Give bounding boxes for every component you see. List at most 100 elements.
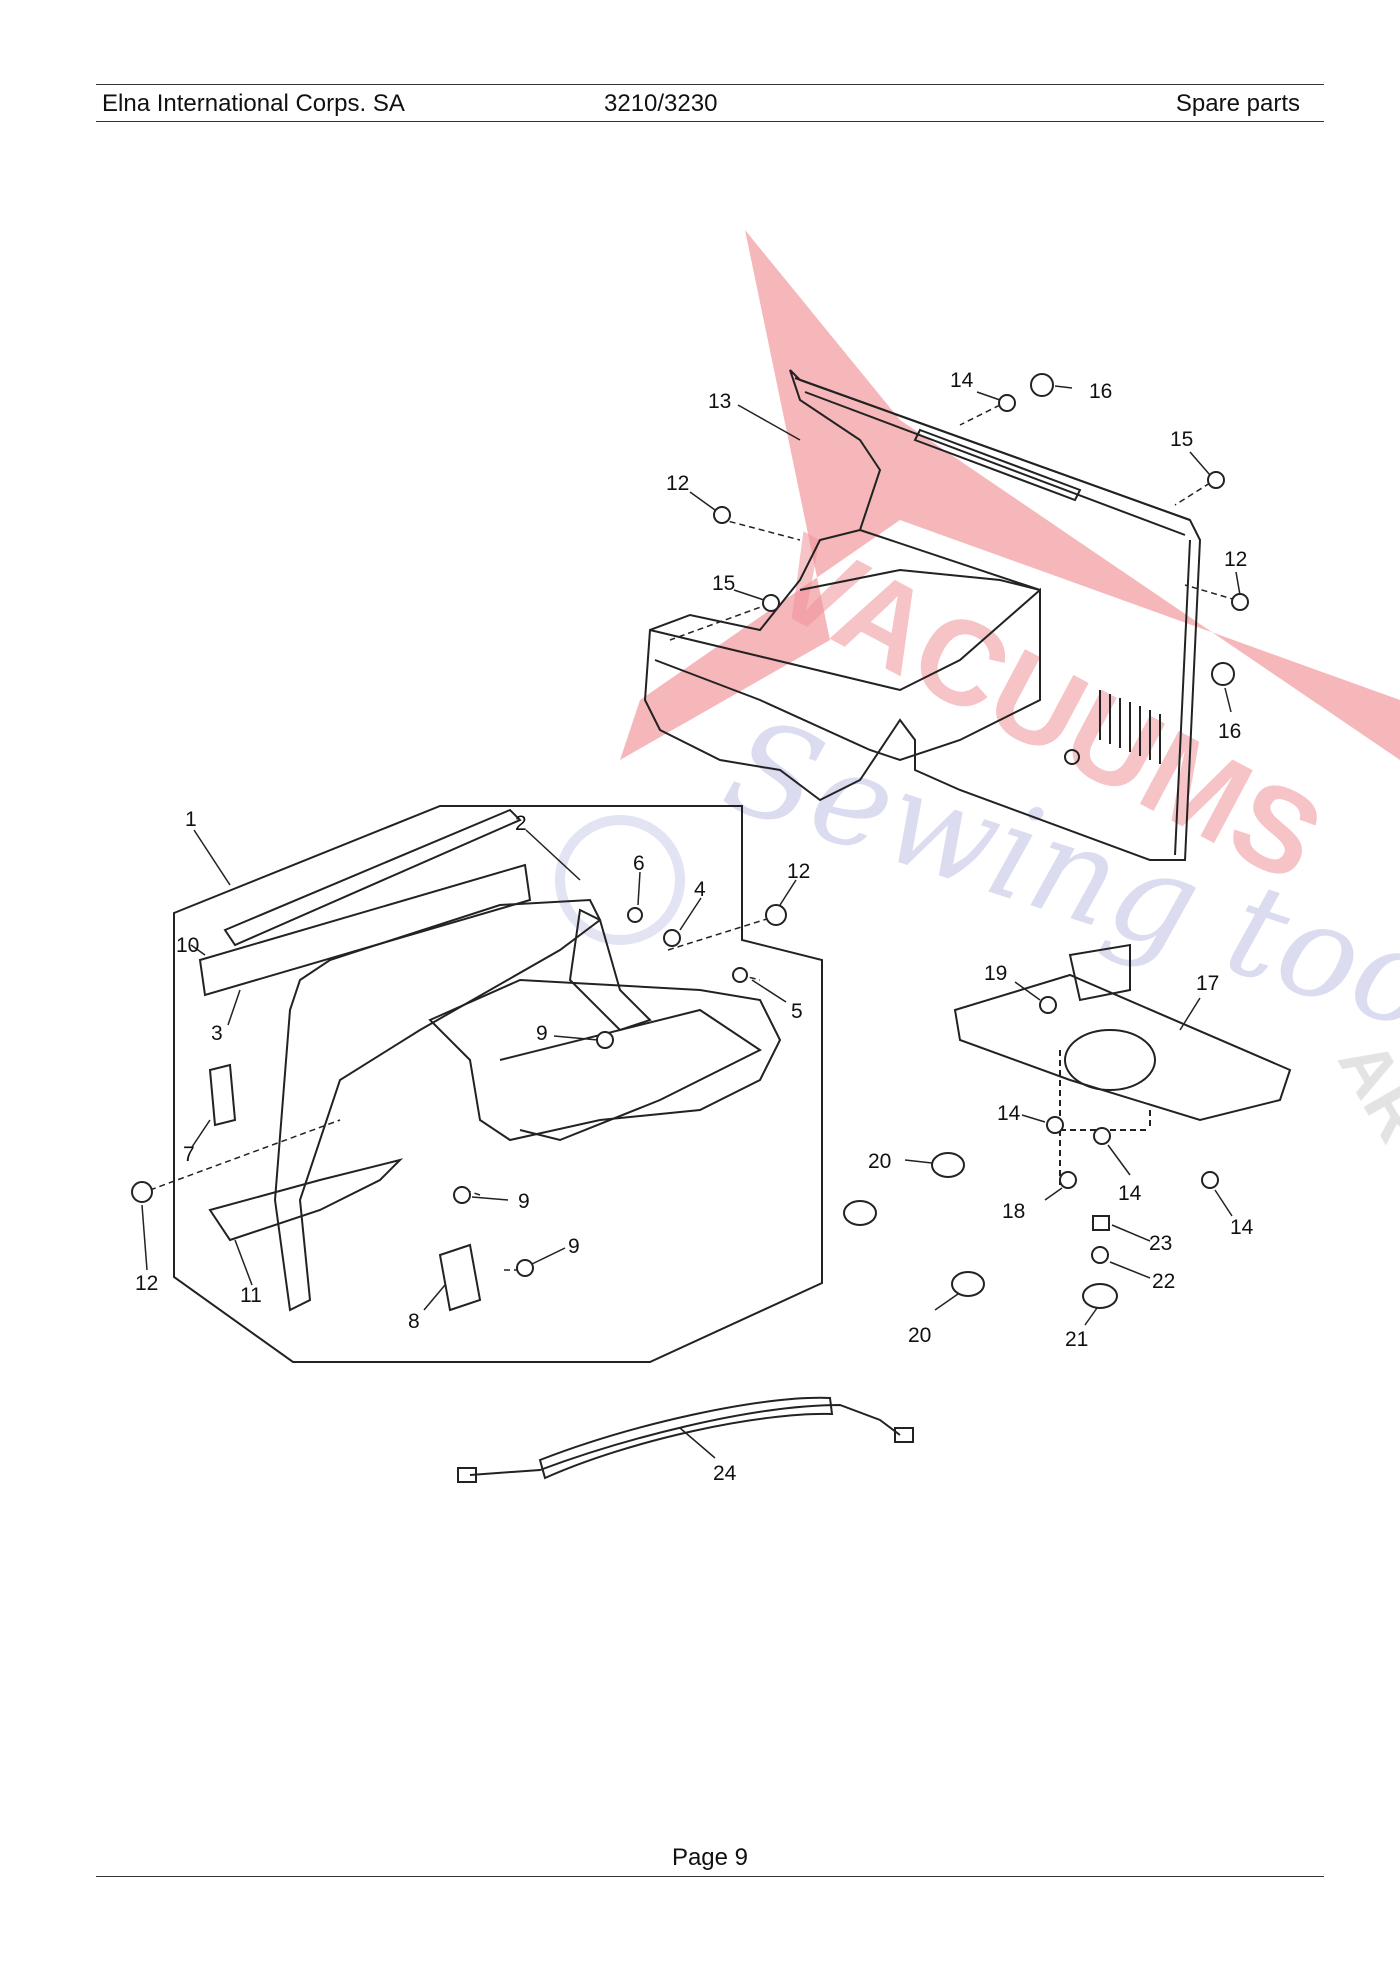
top-cover-rim	[794, 377, 1191, 856]
screw-14-c	[1201, 1171, 1219, 1189]
top-cover-outline	[643, 369, 1202, 861]
screw-18	[1059, 1171, 1077, 1189]
callout-16-top: 16	[1089, 380, 1112, 403]
callout-13: 13	[708, 390, 731, 413]
base-plate-circle	[1064, 1029, 1157, 1091]
screw-14-b	[1093, 1127, 1111, 1145]
callout-9-low: 9	[568, 1235, 580, 1258]
base-plate-assembly	[953, 943, 1292, 1185]
front-callout-lines	[141, 829, 797, 1311]
callout-16-right: 16	[1218, 720, 1241, 743]
callout-15-left: 15	[712, 572, 735, 595]
callout-8: 8	[408, 1310, 420, 1333]
callout-14-left: 14	[997, 1102, 1021, 1125]
callout-12-top-left: 12	[666, 472, 689, 495]
screw-14-a	[1046, 1116, 1064, 1134]
nut-9-low	[516, 1259, 534, 1277]
nut-9-mid	[453, 1186, 471, 1204]
callout-9-mid: 9	[518, 1190, 530, 1213]
page-number: Page 9	[671, 1844, 749, 1871]
callout-9-top: 9	[536, 1022, 548, 1045]
watermark-sub-text: AR	[1323, 1028, 1400, 1155]
top-cover-louvres	[1099, 690, 1161, 764]
callout-12-right: 12	[1224, 548, 1247, 571]
base-plate-17	[953, 973, 1292, 1122]
callout-7: 7	[183, 1143, 195, 1166]
callout-12-left: 12	[135, 1272, 158, 1295]
spring-4	[663, 929, 681, 947]
base-small-parts	[843, 996, 1219, 1309]
callout-5: 5	[791, 1000, 803, 1023]
callout-24: 24	[713, 1462, 737, 1485]
screw-5	[732, 967, 748, 983]
callout-18: 18	[1002, 1200, 1025, 1223]
watermark: VACUUMS Sewing too AR	[555, 230, 1400, 1155]
callout-23: 23	[1149, 1232, 1172, 1255]
face-plate-1	[223, 808, 522, 947]
callout-14-top: 14	[950, 369, 974, 392]
callout-10: 10	[176, 934, 199, 957]
callout-17: 17	[1196, 972, 1219, 995]
foot-20-left	[843, 1200, 877, 1226]
top-cover-channel	[799, 529, 1041, 591]
nut-16-top	[1030, 373, 1054, 397]
foot-20-lower	[951, 1271, 985, 1297]
callout-20-lower: 20	[908, 1324, 931, 1347]
callout-3: 3	[211, 1022, 223, 1045]
callout-4: 4	[694, 878, 706, 901]
header-company: Elna International Corps. SA	[102, 90, 405, 117]
bar-3	[198, 863, 532, 997]
callout-1: 1	[185, 808, 197, 831]
screw-12-right	[1231, 593, 1249, 611]
bracket-8	[438, 1243, 482, 1312]
housing-floor	[499, 1008, 762, 1142]
nut-23	[1092, 1215, 1110, 1231]
callout-14-right: 14	[1230, 1216, 1254, 1239]
screw-22	[1091, 1246, 1109, 1264]
callout-21: 21	[1065, 1328, 1088, 1351]
front-leader-lines	[149, 917, 771, 1271]
page-header: Elna International Corps. SA 3210/3230 S…	[96, 84, 1324, 122]
top-cover-assembly	[643, 369, 1202, 861]
front-panel-11	[273, 898, 602, 1312]
callout-14-mid: 14	[1118, 1182, 1142, 1205]
foot-21	[1082, 1283, 1118, 1309]
cable-24	[457, 1396, 914, 1483]
connector-right	[894, 1427, 914, 1443]
callout-12-mid: 12	[787, 860, 810, 883]
callout-19: 19	[984, 962, 1007, 985]
cover-7	[208, 1063, 237, 1127]
header-model: 3210/3230	[604, 90, 718, 117]
callout-22: 22	[1152, 1270, 1175, 1293]
header-section: Spare parts	[1175, 90, 1300, 117]
top-cover-inner-box	[649, 587, 1041, 762]
cable-callout-line	[679, 1427, 716, 1459]
inner-housing	[428, 978, 782, 1142]
top-cover-hole	[1064, 749, 1080, 765]
callout-11: 11	[240, 1284, 262, 1307]
assembly-frame	[173, 805, 823, 1363]
front-small-parts	[131, 904, 787, 1277]
screw-12-top-left	[713, 506, 731, 524]
nut-6	[627, 907, 643, 923]
front-cover-assembly	[173, 805, 823, 1363]
screw-15-left	[762, 594, 780, 612]
bracket-2	[568, 908, 652, 1032]
base-plate-housing	[1068, 943, 1131, 1002]
watermark-circle	[555, 815, 685, 945]
cable-body	[469, 1403, 901, 1476]
lower-skirt	[208, 1158, 404, 1242]
foot-19	[1039, 996, 1057, 1014]
foot-20-upper	[931, 1152, 965, 1178]
top-callout-lines	[689, 385, 1241, 713]
nut-12-mid	[765, 904, 787, 926]
page-footer: Page 9	[96, 1842, 1324, 1877]
screw-15-right	[1207, 471, 1225, 489]
callout-labels: 13 14 16 15 12 12 15 16 1 2 6 12 4 10 19…	[135, 369, 1254, 1485]
callout-15-right: 15	[1170, 428, 1193, 451]
callout-6: 6	[633, 852, 645, 875]
nut-9-top	[596, 1031, 614, 1049]
callout-20-upper: 20	[868, 1150, 891, 1173]
screw-14-top	[998, 394, 1016, 412]
